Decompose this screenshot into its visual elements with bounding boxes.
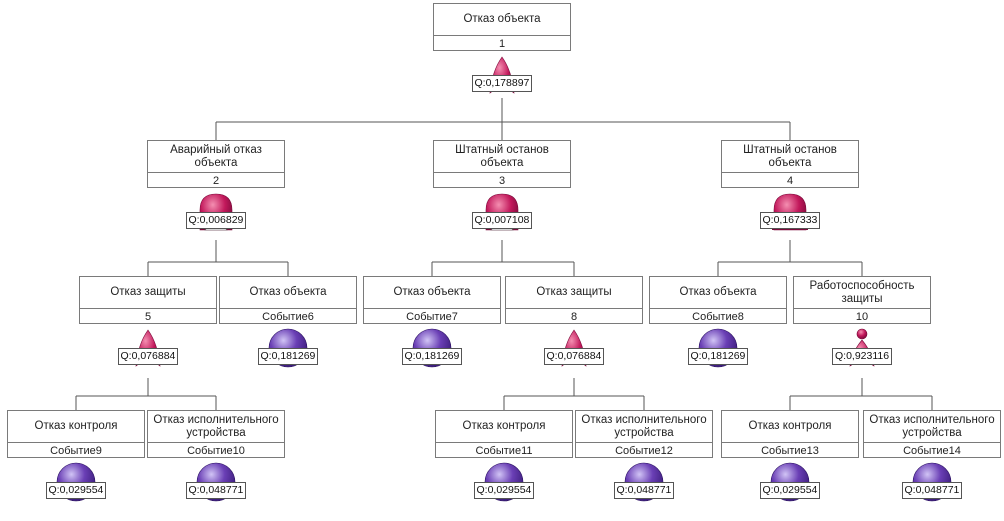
event-number: Событие9 — [50, 445, 102, 457]
event-box-n1[interactable]: Отказ объекта 1 — [433, 3, 571, 51]
probability-label: Q:0,048771 — [185, 482, 247, 499]
event-box-n2[interactable]: Аварийный отказ объекта 2 — [147, 140, 285, 188]
probability-label: Q:0,076884 — [543, 348, 605, 365]
event-number: 8 — [570, 311, 578, 323]
event-title: Отказ исполнительного устройства — [864, 411, 1000, 443]
event-box-n4[interactable]: Штатный останов объекта 4 — [721, 140, 859, 188]
event-number: Событие14 — [903, 445, 961, 457]
event-title: Отказ контроля — [436, 411, 572, 443]
event-number: Событие12 — [615, 445, 673, 457]
probability-label: Q:0,048771 — [613, 482, 675, 499]
event-number: 3 — [498, 175, 506, 187]
probability-label: Q:0,029554 — [45, 482, 107, 499]
event-title: Работоспособность защиты — [794, 277, 930, 309]
event-title: Отказ объекта — [364, 277, 500, 309]
event-number: Событие13 — [761, 445, 819, 457]
event-title: Отказ исполнительного устройства — [148, 411, 284, 443]
probability-label: Q:0,007108 — [471, 212, 533, 229]
event-title: Отказ контроля — [722, 411, 858, 443]
event-number: Событие8 — [692, 311, 744, 323]
event-title: Отказ объекта — [434, 4, 570, 36]
event-number: 4 — [786, 175, 794, 187]
event-title: Отказ объекта — [220, 277, 356, 309]
event-title: Отказ контроля — [8, 411, 144, 443]
event-title: Отказ объекта — [650, 277, 786, 309]
event-number: 5 — [144, 311, 152, 323]
event-box-n3[interactable]: Штатный останов объекта 3 — [433, 140, 571, 188]
event-title: Отказ исполнительного устройства — [576, 411, 712, 443]
event-box-n5[interactable]: Отказ защиты 5 — [79, 276, 217, 324]
probability-label: Q:0,006829 — [185, 212, 247, 229]
event-title: Штатный останов объекта — [434, 141, 570, 173]
probability-label: Q:0,167333 — [759, 212, 821, 229]
probability-label: Q:0,181269 — [257, 348, 319, 365]
event-number: 2 — [212, 175, 220, 187]
event-number: 1 — [498, 38, 506, 50]
event-title: Отказ защиты — [80, 277, 216, 309]
probability-label: Q:0,048771 — [901, 482, 963, 499]
event-number: Событие10 — [187, 445, 245, 457]
event-box-n8[interactable]: Отказ защиты 8 — [505, 276, 643, 324]
probability-label: Q:0,181269 — [401, 348, 463, 365]
event-number: 10 — [855, 311, 869, 323]
event-number: Событие7 — [406, 311, 458, 323]
probability-label: Q:0,923116 — [832, 348, 893, 365]
probability-label: Q:0,076884 — [117, 348, 179, 365]
probability-label: Q:0,181269 — [687, 348, 749, 365]
event-number: Событие6 — [262, 311, 314, 323]
event-number: Событие11 — [475, 445, 533, 457]
probability-label: Q:0,029554 — [759, 482, 821, 499]
event-title: Отказ защиты — [506, 277, 642, 309]
event-box-n10[interactable]: Работоспособность защиты 10 — [793, 276, 931, 324]
probability-label: Q:0,178897 — [471, 75, 533, 92]
probability-label: Q:0,029554 — [473, 482, 535, 499]
event-title: Аварийный отказ объекта — [148, 141, 284, 173]
event-title: Штатный останов объекта — [722, 141, 858, 173]
